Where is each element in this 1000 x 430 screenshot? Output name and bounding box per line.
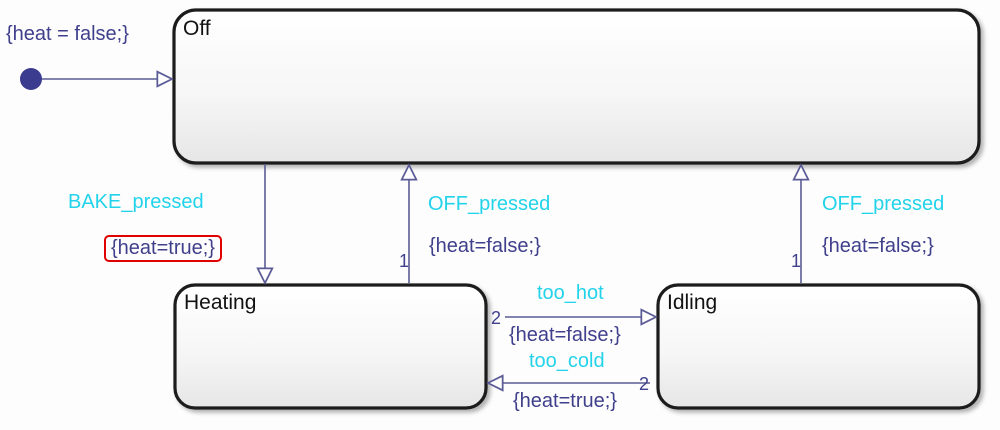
state-label-heating: Heating	[184, 291, 257, 314]
transition-action-off-pressed-right: {heat=false;}	[822, 235, 934, 257]
state-box-off[interactable]	[172, 8, 981, 165]
transition-event-off-pressed-right: OFF_pressed	[822, 193, 945, 215]
state-label-idling: Idling	[667, 291, 718, 314]
initial-transition-action-label: {heat = false;}	[6, 23, 129, 45]
transition-event-off-pressed-left: OFF_pressed	[428, 193, 551, 215]
transition-event-too-cold: too_cold	[529, 350, 605, 372]
transition-order-idling-to-off: 1	[791, 251, 802, 271]
transition-action-bake-highlighted: {heat=true;}	[104, 235, 222, 262]
transition-order-heating-to-off: 1	[399, 251, 410, 271]
state-label-off: Off	[183, 17, 211, 40]
transition-event-too-hot: too_hot	[537, 282, 604, 304]
transition-event-bake-pressed: BAKE_pressed	[68, 191, 204, 213]
transition-order-idling-to-heating: 2	[639, 374, 650, 394]
transition-action-too-cold: {heat=true;}	[513, 390, 617, 412]
transition-order-heating-to-idling: 2	[491, 308, 502, 328]
transition-action-off-pressed-left: {heat=false;}	[429, 235, 541, 257]
state-box-idling[interactable]	[656, 283, 981, 410]
initial-transition-arrow[interactable]	[20, 68, 172, 90]
transition-action-too-hot: {heat=false;}	[509, 324, 621, 346]
state-box-heating[interactable]	[173, 283, 488, 410]
